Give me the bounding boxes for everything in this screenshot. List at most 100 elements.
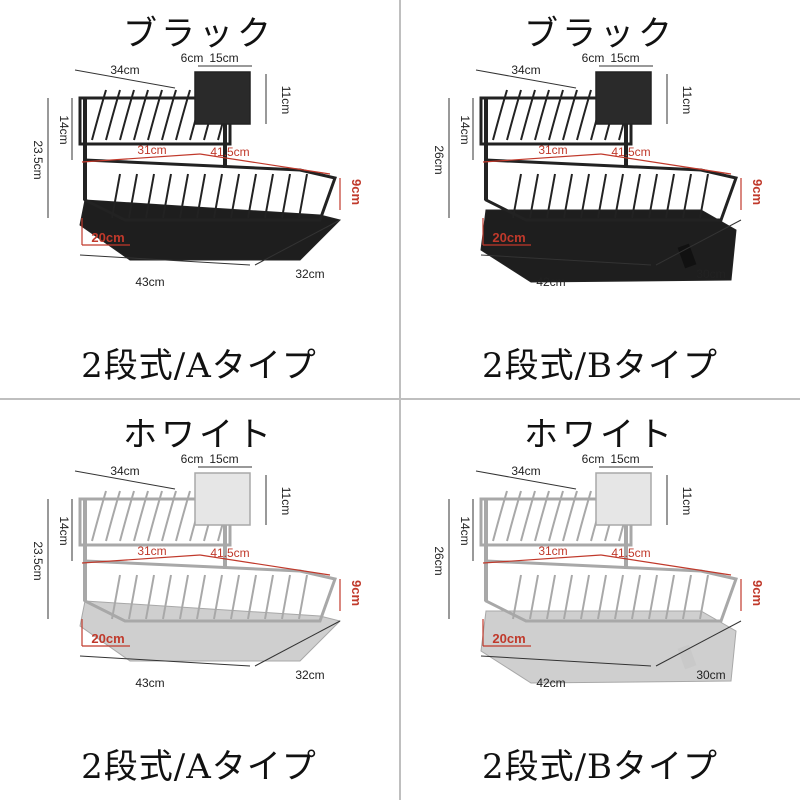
vertical-divider: [399, 0, 401, 800]
basket-wire: [196, 173, 206, 219]
basket-wire: [264, 574, 274, 620]
dim-cup-width: 15cm: [610, 51, 639, 65]
dim-cup-height: 11cm: [680, 487, 694, 515]
dim-basket-height: 9cm: [750, 179, 765, 205]
dim-line-base-w: [480, 254, 652, 266]
basket-wire: [546, 173, 556, 219]
dim-basket-width: 41.5cm: [611, 145, 650, 159]
basket-wire: [631, 173, 641, 219]
dim-line-base-d: [254, 219, 341, 266]
dim-tray-front: 20cm: [91, 631, 124, 646]
dim-basket-width: 41.5cm: [210, 546, 249, 560]
dim-line-basket-depth: [81, 554, 201, 564]
basket-wire: [682, 574, 692, 620]
dim-upper-height: 14cm: [57, 516, 71, 545]
plate-wire: [161, 490, 177, 542]
panel-title: ブラック: [524, 14, 676, 54]
dim-base-width: 43cm: [135, 676, 164, 690]
plate-wire: [119, 490, 135, 542]
basket-wire: [179, 574, 189, 620]
basket-wire: [145, 574, 155, 620]
utensil-holder: [194, 71, 251, 125]
dim-basket-depth: 31cm: [137, 544, 166, 558]
basket-wire: [699, 574, 709, 620]
dim-line-basket-depth: [482, 153, 602, 163]
dim-basket-depth: 31cm: [137, 143, 166, 157]
panel-subtitle: 2段式/Bタイプ: [481, 747, 719, 787]
dim-line-top: [74, 470, 176, 490]
plate-wire: [161, 89, 177, 141]
dim-total-height: 26cm: [432, 546, 446, 575]
basket-wire: [179, 173, 189, 219]
dim-cup-width: 15cm: [209, 51, 238, 65]
basket-wire: [230, 173, 240, 219]
dim-cup-height: 11cm: [680, 86, 694, 114]
dim-line-base-w: [79, 254, 251, 266]
dim-total-height: 23.5cm: [31, 541, 45, 580]
panel-title: ブラック: [123, 14, 275, 54]
dim-basket-height: 9cm: [349, 580, 364, 606]
dim-upper-height: 14cm: [57, 115, 71, 144]
plate-wire: [133, 490, 149, 542]
basket-wire: [128, 574, 138, 620]
dim-base-depth: 32cm: [295, 267, 324, 281]
plate-wire: [119, 89, 135, 141]
basket-wire: [213, 173, 223, 219]
utensil-holder: [595, 71, 652, 125]
dim-cup-width: 15cm: [209, 452, 238, 466]
plate-wire: [562, 490, 578, 542]
plate-wire: [492, 89, 508, 141]
dim-upper-height: 14cm: [458, 115, 472, 144]
dim-basket-depth: 31cm: [538, 143, 567, 157]
basket-wire: [213, 574, 223, 620]
plate-wire: [105, 490, 121, 542]
dim-cup-height: 11cm: [279, 487, 293, 515]
plate-wire: [576, 89, 592, 141]
dim-base-depth: 30cm: [696, 668, 725, 682]
dim-basket-height: 9cm: [750, 580, 765, 606]
plate-wire: [91, 490, 107, 542]
basket-wire: [529, 574, 539, 620]
basket-wire: [512, 574, 522, 620]
utensil-holder: [595, 472, 652, 526]
basket-wire: [631, 574, 641, 620]
plate-wire: [548, 89, 564, 141]
basket-wire: [682, 173, 692, 219]
dim-gap: 6cm: [582, 452, 605, 466]
dim-basket-width: 41.5cm: [611, 546, 650, 560]
dim-basket-depth: 31cm: [538, 544, 567, 558]
basket-wire: [230, 574, 240, 620]
basket-wire: [145, 173, 155, 219]
dim-top-width: 34cm: [511, 464, 540, 478]
dim-line-basket-width: [199, 554, 331, 576]
basket-wire: [162, 574, 172, 620]
plate-wire: [147, 490, 163, 542]
plate-wire: [534, 89, 550, 141]
dim-line-base-w: [79, 655, 251, 667]
horizontal-divider: [0, 398, 800, 400]
basket-wire: [648, 173, 658, 219]
dim-base-width: 42cm: [536, 676, 565, 690]
basket-wire: [298, 574, 308, 620]
dim-tray-front: 20cm: [492, 631, 525, 646]
basket-wire: [196, 574, 206, 620]
drip-tray: [79, 600, 341, 662]
dim-top-width: 34cm: [110, 464, 139, 478]
dim-top-width: 34cm: [511, 63, 540, 77]
basket-wire: [529, 173, 539, 219]
dim-basket-height: 9cm: [349, 179, 364, 205]
dim-base-width: 43cm: [135, 275, 164, 289]
dim-total-height: 23.5cm: [31, 140, 45, 179]
plate-wire: [548, 490, 564, 542]
panel-subtitle: 2段式/Aタイプ: [81, 747, 317, 787]
basket-wire: [111, 173, 121, 219]
utensil-holder: [194, 472, 251, 526]
dim-upper-height: 14cm: [458, 516, 472, 545]
basket-wire: [298, 173, 308, 219]
